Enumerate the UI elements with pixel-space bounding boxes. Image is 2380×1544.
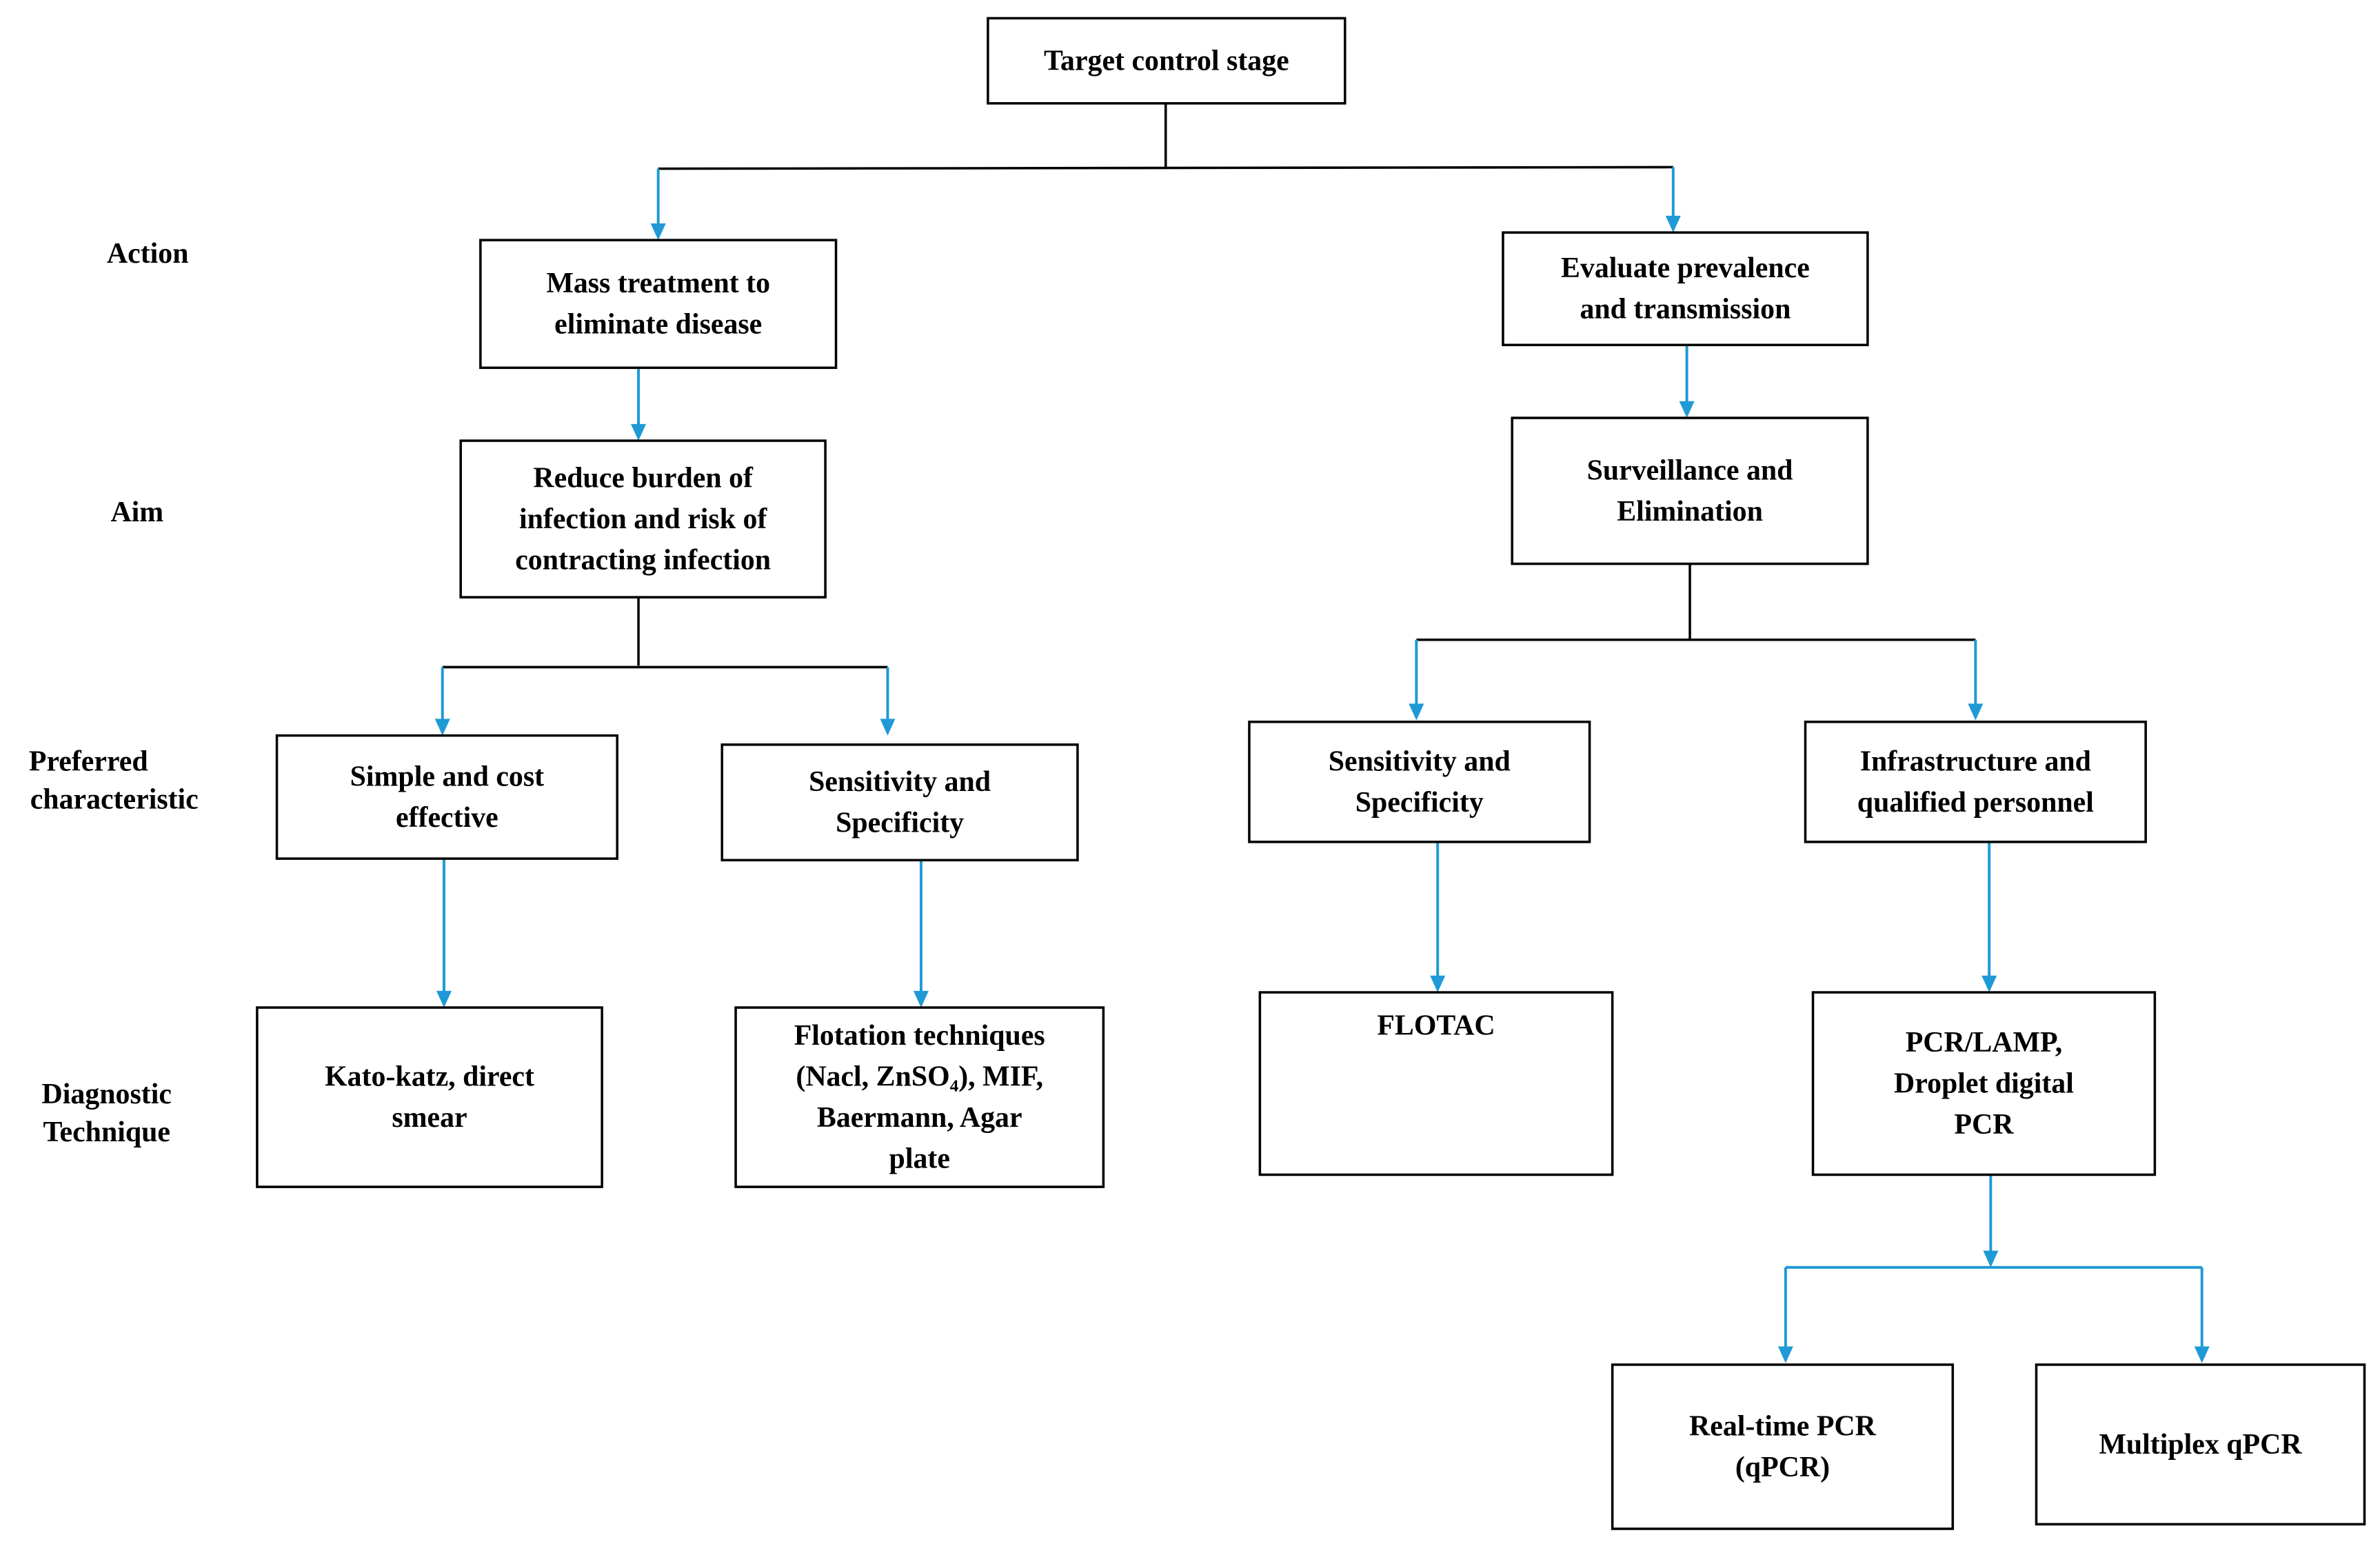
node-box (1258, 991, 1614, 1176)
row-label-text: Diagnostic (42, 1079, 172, 1110)
row-label-aim: Aim (110, 497, 163, 528)
node-text: Surveillance and (1587, 454, 1793, 486)
node-multiplex-qpcr: Multiplex qPCR (2035, 1363, 2366, 1526)
arrowhead-icon (913, 990, 929, 1008)
arrowhead-icon (2194, 1346, 2210, 1363)
row-label-text: Technique (43, 1116, 170, 1148)
arrowhead-icon (631, 423, 647, 441)
node-box (1804, 721, 2147, 843)
arrowhead-icon (1665, 215, 1681, 233)
node-evaluate: Evaluate prevalence and transmission (1502, 231, 1869, 347)
node-text: PCR (1954, 1109, 2014, 1141)
arrowhead-icon (1981, 975, 1997, 993)
row-label-text: Action (107, 238, 189, 270)
arrowhead-icon (1409, 703, 1424, 721)
arrowhead-icon (1430, 975, 1446, 993)
node-text: Specificity (836, 808, 964, 839)
node-text: Evaluate prevalence (1561, 252, 1810, 284)
row-label-text: Preferred (29, 745, 148, 777)
node-text: Kato-katz, direct (325, 1061, 534, 1093)
node-box (720, 743, 1079, 862)
node-mass-treatment: Mass treatment to eliminate disease (479, 239, 838, 370)
node-text: Flotation techniques (794, 1020, 1045, 1052)
node-box (256, 1006, 603, 1188)
arrowhead-icon (1679, 401, 1695, 419)
node-box (1811, 991, 2157, 1176)
node-text: Baermann, Agar (817, 1102, 1022, 1134)
node-box (734, 1006, 1105, 1188)
node-text: PCR/LAMP, (1906, 1027, 2063, 1059)
node-text: effective (396, 802, 498, 834)
node-text: Infrastructure and (1860, 745, 2091, 777)
row-label-text: characteristic (30, 783, 199, 815)
node-box (987, 17, 1347, 105)
node-text: Sensitivity and (1329, 745, 1511, 777)
node-text: Sensitivity and (809, 766, 991, 798)
node-text: Simple and cost (350, 761, 544, 792)
arrowhead-icon (1983, 1250, 1999, 1267)
node-kato-katz: Kato-katz, direct smear (256, 1006, 603, 1188)
arrowhead-icon (1968, 703, 1984, 721)
node-text: Droplet digital (1894, 1067, 2074, 1099)
connector (658, 166, 1673, 170)
node-box (1502, 231, 1869, 347)
node-text: Specificity (1355, 787, 1484, 819)
node-text: infection and risk of (519, 503, 767, 535)
node-text: qualified personnel (1857, 787, 2094, 819)
node-text: smear (392, 1102, 467, 1134)
node-infrastructure: Infrastructure and qualified personnel (1804, 721, 2147, 843)
node-text: Multiplex qPCR (2099, 1429, 2302, 1461)
node-box (2035, 1363, 2366, 1526)
node-text: Real-time PCR (1689, 1410, 1877, 1442)
node-text: contracting infection (515, 544, 771, 576)
node-text: FLOTAC (1377, 1010, 1495, 1042)
node-text: (qPCR) (1735, 1452, 1830, 1483)
node-realtime-pcr: Real-time PCR (qPCR) (1611, 1363, 1955, 1530)
node-text: Elimination (1617, 496, 1763, 528)
row-label-text: Aim (110, 497, 163, 528)
node-text: Target control stage (1044, 45, 1289, 77)
node-box (479, 239, 838, 370)
node-flotac: FLOTAC (1258, 991, 1614, 1176)
node-text: plate (889, 1143, 950, 1175)
node-text: Mass treatment to (546, 268, 770, 299)
row-label-action: Action (107, 238, 189, 270)
node-simple-cost: Simple and cost effective (275, 734, 618, 860)
row-label-preferred: Preferred characteristic (29, 745, 199, 815)
node-text: Reduce burden of (533, 462, 754, 494)
arrowhead-icon (880, 719, 896, 736)
node-target: Target control stage (987, 17, 1347, 105)
node-text: (Nacl, ZnSO₄), MIF, (796, 1061, 1043, 1093)
arrowhead-icon (436, 990, 452, 1008)
arrowhead-icon (1777, 1346, 1793, 1363)
node-box (1248, 721, 1591, 843)
arrowhead-icon (650, 223, 666, 241)
node-reduce-burden: Reduce burden of infection and risk of con… (459, 439, 827, 599)
node-flotation: Flotation techniques (Nacl, ZnSO₄), MIF, B… (734, 1006, 1105, 1188)
node-text: and transmission (1580, 294, 1791, 325)
node-box (275, 734, 618, 860)
node-text: eliminate disease (554, 309, 762, 341)
node-box (1611, 1363, 1955, 1530)
connectors (434, 103, 2210, 1363)
node-box (1511, 417, 1869, 565)
node-box (459, 439, 827, 599)
arrowhead-icon (434, 719, 450, 736)
